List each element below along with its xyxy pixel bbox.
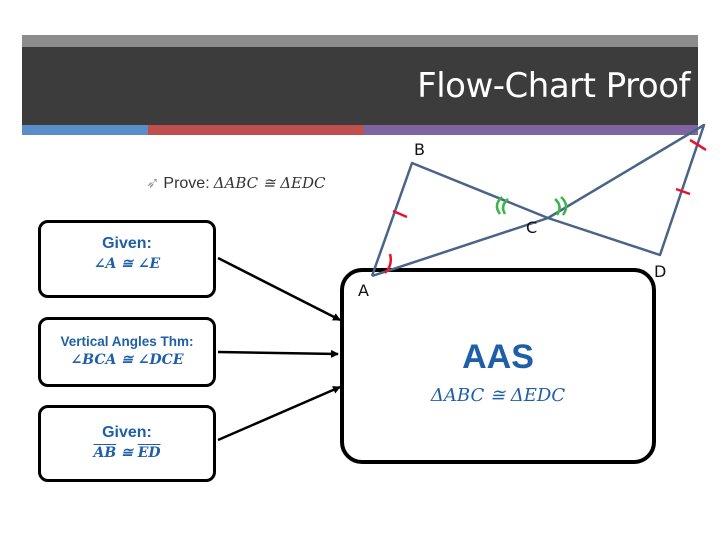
prove-expression: ΔABC ≅ ΔEDC: [213, 174, 326, 192]
segment-ed: ED: [137, 445, 161, 461]
angle-mark-c-right-inner: [554, 198, 561, 216]
prove-label: Prove:: [163, 175, 210, 192]
accent-bar-red: [148, 125, 364, 135]
flow-arrow-given-angles: [217, 256, 341, 322]
angle-mark-c-left-inner: [501, 198, 509, 215]
given-segments-expression: AB ≅ ED: [41, 445, 213, 461]
flow-arrow-given-segments: [217, 385, 341, 442]
point-label-d: D: [654, 262, 667, 281]
conclusion-statement: ΔABC ≅ ΔEDC: [430, 385, 566, 406]
given-segments-box: Given: AB ≅ ED: [38, 405, 216, 482]
accent-bar-blue: [22, 125, 148, 135]
header-bar: [22, 47, 698, 125]
congruent-symbol: ≅: [116, 445, 138, 461]
given-segments-label: Given:: [102, 424, 152, 441]
accent-bar-purple: [364, 125, 698, 135]
bullet-arrow-icon: ➶: [146, 175, 160, 192]
tick-mark-ab: [392, 209, 408, 219]
given-angles-box: Given: ∠A ≅ ∠E: [38, 220, 216, 298]
given-angles-label: Given:: [102, 235, 152, 252]
angle-mark-c-right-outer: [560, 196, 568, 216]
segment-ab: AB: [93, 445, 117, 461]
point-label-b: B: [414, 140, 425, 159]
prove-statement: ➶Prove:ΔABC ≅ ΔEDC: [146, 173, 326, 193]
angle-mark-e: [689, 138, 707, 152]
given-angles-expression: ∠A ≅ ∠E: [93, 256, 161, 272]
conclusion-box: AAS ΔABC ≅ ΔEDC: [340, 268, 656, 464]
slide-title: Flow-Chart Proof: [417, 66, 690, 106]
slide-top-strip: [22, 35, 698, 47]
tick-mark-ed: [675, 187, 691, 196]
vertical-angles-expression: ∠BCA ≅ ∠DCE: [70, 352, 184, 368]
angle-mark-c-left-outer: [495, 196, 503, 215]
conclusion-reason: AAS: [462, 338, 534, 376]
flow-arrow-vertical-angles: [217, 349, 339, 358]
vertical-angles-box: Vertical Angles Thm: ∠BCA ≅ ∠DCE: [38, 317, 216, 387]
point-label-c: C: [526, 218, 538, 237]
point-label-a: A: [358, 281, 369, 300]
vertical-angles-label: Vertical Angles Thm:: [60, 334, 194, 349]
